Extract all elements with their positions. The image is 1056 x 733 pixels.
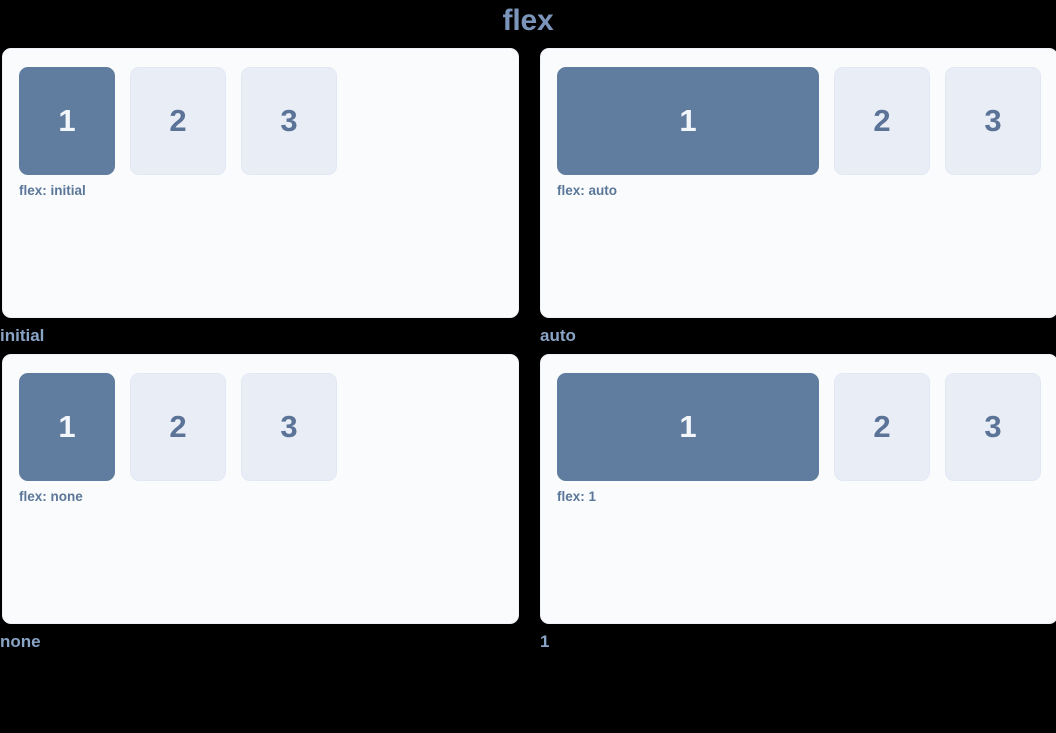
flex-item-3: 3	[945, 67, 1041, 175]
flex-item-2: 2	[130, 67, 226, 175]
flex-item-2: 2	[130, 373, 226, 481]
demo-panel-initial: 1 2 3 flex: initial	[2, 48, 519, 318]
flex-item-1: 1	[19, 373, 115, 481]
flex-container-none: 1 2 3	[19, 373, 502, 481]
flex-container-initial: 1 2 3	[19, 67, 502, 175]
flex-item-1: 1	[19, 67, 115, 175]
panel-grid: 1 2 3 flex: initial initial 1 2 3 flex: …	[0, 48, 1056, 660]
demo-cell-none: 1 2 3 flex: none none	[0, 354, 519, 660]
panel-caption: flex: initial	[19, 183, 86, 198]
panel-label-one: 1	[540, 632, 550, 651]
flex-item-2: 2	[834, 373, 930, 481]
flex-item-1: 1	[557, 373, 819, 481]
panel-caption: flex: auto	[557, 183, 618, 198]
demo-panel-one: 1 2 3 flex: 1	[540, 354, 1056, 624]
flex-container-auto: 1 2 3	[557, 67, 1041, 175]
flex-item-3: 3	[241, 373, 337, 481]
demo-cell-one: 1 2 3 flex: 1 1	[540, 354, 1056, 660]
panel-label-initial: initial	[0, 326, 45, 345]
flex-container-one: 1 2 3	[557, 373, 1041, 481]
panel-caption: flex: 1	[557, 489, 597, 504]
demo-panel-none: 1 2 3 flex: none	[2, 354, 519, 624]
demo-panel-auto: 1 2 3 flex: auto	[540, 48, 1056, 318]
flex-item-2: 2	[834, 67, 930, 175]
demo-cell-initial: 1 2 3 flex: initial initial	[0, 48, 519, 354]
flex-item-1: 1	[557, 67, 819, 175]
panel-label-auto: auto	[540, 326, 576, 345]
flex-item-3: 3	[241, 67, 337, 175]
demo-cell-auto: 1 2 3 flex: auto auto	[540, 48, 1056, 354]
flex-item-3: 3	[945, 373, 1041, 481]
page-title: flex	[502, 4, 554, 37]
panel-caption: flex: none	[19, 489, 83, 504]
panel-label-none: none	[0, 632, 41, 651]
